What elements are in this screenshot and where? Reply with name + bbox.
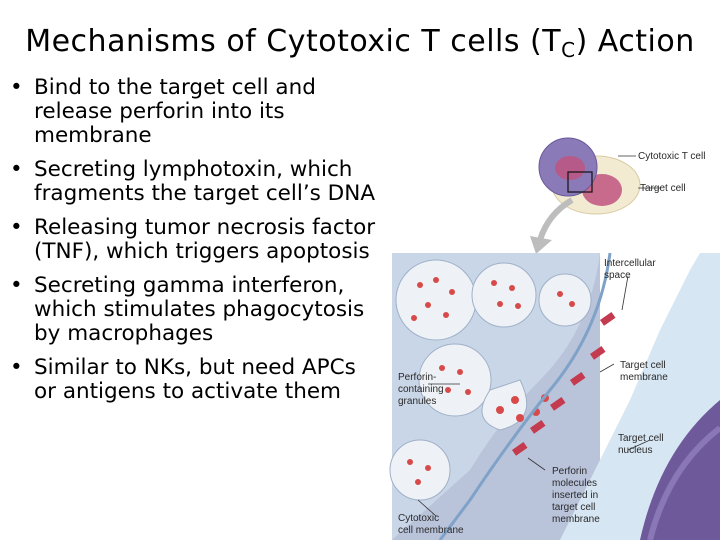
label-target-nucleus-1: Target cell [618,433,664,444]
label-target-membrane-1: Target cell [620,360,666,371]
label-cytotoxic-membrane-1: Cytotoxic [398,513,439,524]
bullet-item: Secreting gamma interferon, which stimul… [8,274,378,346]
label-target-membrane-2: membrane [620,372,668,383]
zoom-arrow-head [530,236,552,254]
label-perforin-molecules-4: target cell [552,502,595,513]
label-intercellular-1: Intercellular [604,258,656,269]
label-perforin-molecules-3: inserted in [552,490,598,501]
zoom-box [567,171,593,193]
inset-illustration [530,137,641,254]
label-perforin-granules-2: containing [398,384,444,395]
label-cytotoxic-membrane-2: cell membrane [398,525,464,536]
perforin-granule [471,262,537,328]
bullet-item: Bind to the target cell and release perf… [8,76,378,148]
title-main: Mechanisms of Cytotoxic T cells (T [25,24,562,59]
perforin-granule [389,439,451,501]
label-perforin-molecules-1: Perforin [552,466,587,477]
zoomed-panel [389,252,720,540]
title-end: ) Action [575,24,695,59]
bullet-item: Releasing tumor necrosis factor (TNF), w… [8,216,378,264]
label-target-cell: Target cell [640,183,686,194]
slide-title: Mechanisms of Cytotoxic T cells (TC) Act… [0,24,720,62]
label-perforin-molecules-2: molecules [552,478,597,489]
target-cell-membrane-line [438,252,612,540]
label-perforin-granules-3: granules [398,396,436,407]
leader-lines [417,155,660,517]
label-perforin-granules-1: Perforin- [398,372,436,383]
perforin-granule [538,273,592,327]
tcell-inset-nucleus [555,156,585,180]
bullet-item: Secreting lymphotoxin, which fragments t… [8,158,378,206]
perforin-pores [512,311,616,456]
perforin-granule [418,343,492,417]
fusing-granule [481,379,528,431]
zoom-arrow-shaft [537,197,574,241]
bullet-list: Bind to the target cell and release perf… [8,76,378,414]
title-subscript: C [561,38,576,62]
label-cytotoxic-t-cell: Cytotoxic T cell [638,151,705,162]
label-target-nucleus-2: nucleus [618,445,652,456]
bullet-item: Similar to NKs, but need APCs or antigen… [8,356,378,404]
label-intercellular-2: space [604,270,631,281]
perforin-granule [395,259,477,341]
label-perforin-molecules-5: membrane [552,514,600,525]
